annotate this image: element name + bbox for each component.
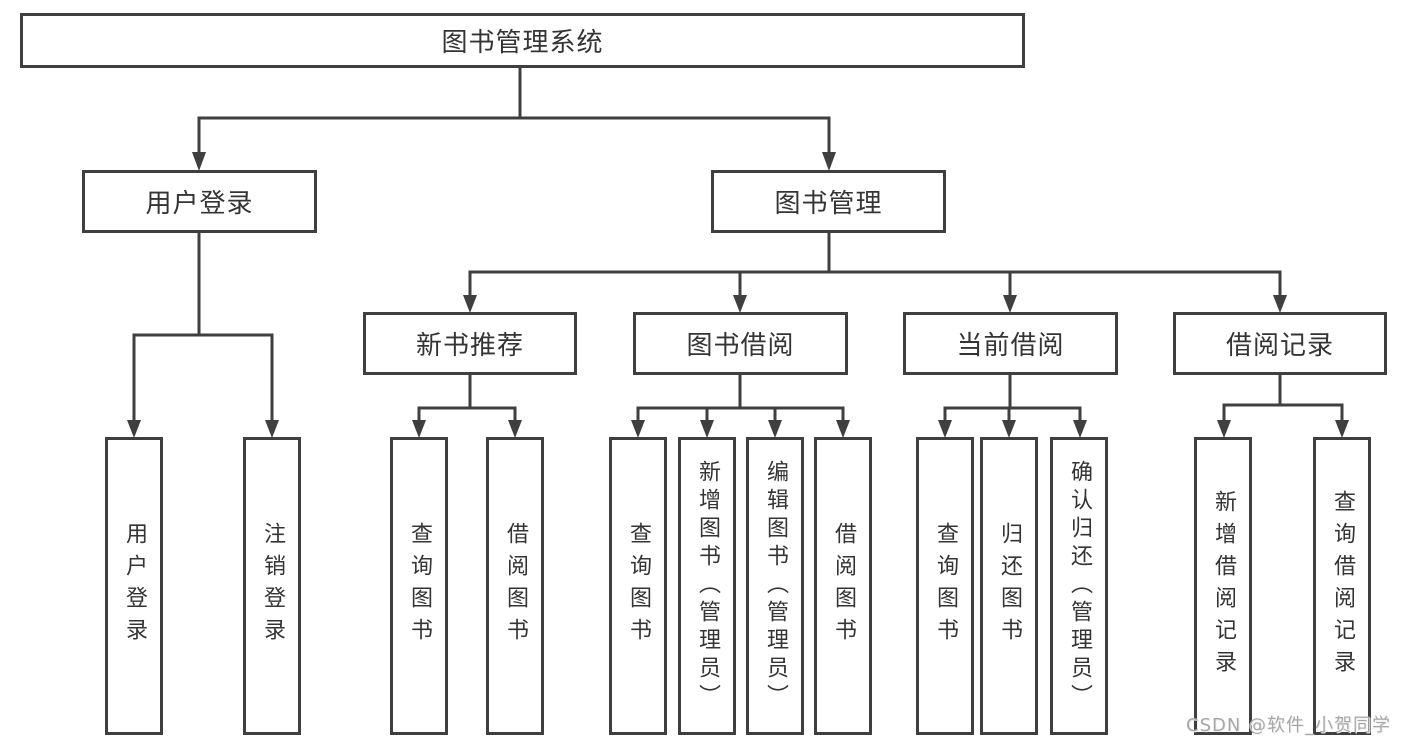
leaf-add-borrow-record: 新增借阅记录	[1194, 437, 1252, 735]
node-borrowing-records: 借阅记录	[1173, 312, 1387, 375]
leaf-edit-books-admin: 编辑图书（管理员）	[746, 437, 804, 735]
node-root-system: 图书管理系统	[20, 13, 1025, 68]
node-user-login: 用户登录	[82, 170, 317, 233]
leaf-query-books-borrowing: 查询图书	[609, 437, 667, 735]
leaf-confirm-return-admin: 确认归还（管理员）	[1050, 437, 1108, 735]
leaf-query-books-recommend: 查询图书	[390, 437, 448, 735]
node-new-book-recommend: 新书推荐	[363, 312, 577, 375]
leaf-logout: 注销登录	[243, 437, 301, 735]
csdn-watermark: CSDN @软件_小贺同学	[1186, 715, 1392, 736]
node-current-borrowing: 当前借阅	[903, 312, 1118, 375]
node-book-management: 图书管理	[711, 170, 946, 233]
leaf-return-books: 归还图书	[980, 437, 1038, 735]
leaf-add-books-admin: 新增图书（管理员）	[678, 437, 736, 735]
leaf-borrow-books: 借阅图书	[814, 437, 872, 735]
leaf-query-books-current: 查询图书	[916, 437, 974, 735]
leaf-query-borrow-record: 查询借阅记录	[1313, 437, 1371, 735]
node-book-borrowing: 图书借阅	[633, 312, 848, 375]
leaf-user-login: 用户登录	[105, 437, 163, 735]
leaf-borrow-books-recommend: 借阅图书	[486, 437, 544, 735]
